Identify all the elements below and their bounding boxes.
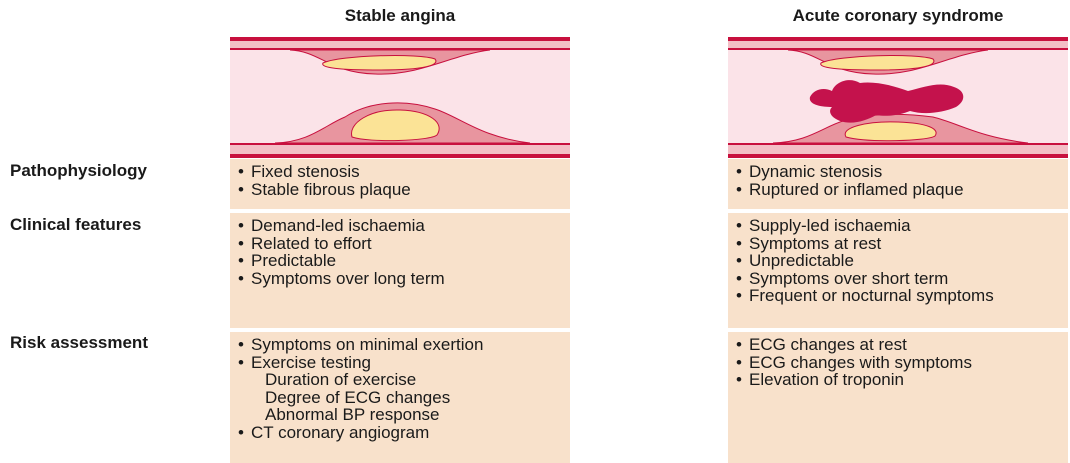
list-item: ECG changes with symptoms: [736, 354, 1068, 372]
list-item: ECG changes at rest: [736, 336, 1068, 354]
acs-risk-assessment-box: ECG changes at rest ECG changes with sym…: [728, 332, 1068, 463]
row-label-risk-assessment: Risk assessment: [10, 333, 148, 353]
list-item: Fixed stenosis: [238, 163, 570, 181]
stable-risk-assessment-box: Symptoms on minimal exertion Exercise te…: [230, 332, 570, 463]
list-item: Demand-led ischaemia: [238, 217, 570, 235]
acs-vessel-illustration: [728, 37, 1068, 158]
acs-clinical-features-box: Supply-led ischaemia Symptoms at rest Un…: [728, 213, 1068, 328]
list-item: Symptoms over long term: [238, 270, 570, 288]
stable-angina-title: Stable angina: [230, 6, 570, 26]
row-label-pathophysiology: Pathophysiology: [10, 161, 147, 181]
list-subitem: Duration of exercise: [238, 371, 570, 389]
list-item: Related to effort: [238, 235, 570, 253]
list-item: Frequent or nocturnal symptoms: [736, 287, 1068, 305]
list-item: Symptoms over short term: [736, 270, 1068, 288]
acs-pathophysiology-box: Dynamic stenosis Ruptured or inflamed pl…: [728, 159, 1068, 209]
list-item: Dynamic stenosis: [736, 163, 1068, 181]
list-item: Exercise testing: [238, 354, 570, 372]
list-item: Predictable: [238, 252, 570, 270]
stable-pathophysiology-box: Fixed stenosis Stable fibrous plaque: [230, 159, 570, 209]
list-item: Symptoms at rest: [736, 235, 1068, 253]
list-item: Supply-led ischaemia: [736, 217, 1068, 235]
list-item: Symptoms on minimal exertion: [238, 336, 570, 354]
stable-vessel-illustration: [230, 37, 570, 158]
list-item: Stable fibrous plaque: [238, 181, 570, 199]
row-label-clinical-features: Clinical features: [10, 215, 141, 235]
list-subitem: Abnormal BP response: [238, 406, 570, 424]
list-item: Ruptured or inflamed plaque: [736, 181, 1068, 199]
stable-clinical-features-box: Demand-led ischaemia Related to effort P…: [230, 213, 570, 328]
list-item: Unpredictable: [736, 252, 1068, 270]
acs-title: Acute coronary syndrome: [728, 6, 1068, 26]
list-subitem: Degree of ECG changes: [238, 389, 570, 407]
list-item: Elevation of troponin: [736, 371, 1068, 389]
list-item: CT coronary angiogram: [238, 424, 570, 442]
